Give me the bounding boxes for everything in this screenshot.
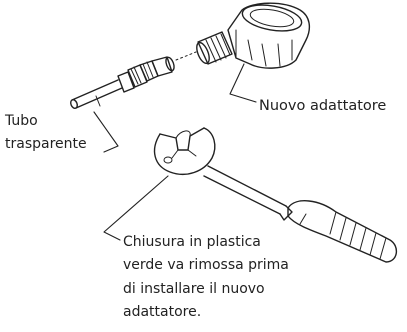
note-line: adattatore. <box>123 303 202 320</box>
cap-leader-line <box>103 175 169 241</box>
label-new-adapter: Nuovo adattatore <box>259 98 387 114</box>
label-tube-line-1: Tubo <box>5 113 38 129</box>
clear-tube <box>70 79 123 110</box>
adapter-leader-line <box>229 63 257 103</box>
tube-fitting <box>117 56 175 93</box>
label-cap-note: Chiusura in plastica verde va rimossa pr… <box>123 231 289 324</box>
tube-leader-line <box>93 111 119 153</box>
plastic-cap <box>153 127 216 176</box>
screwdriver-handle <box>287 200 397 263</box>
note-line: Chiusura in plastica <box>123 234 261 250</box>
note-line: verde va rimossa prima <box>123 257 289 274</box>
alignment-line <box>175 51 197 61</box>
label-tube-line-2: trasparente <box>5 136 87 152</box>
adapter-nozzle <box>196 31 233 65</box>
tool-shaft <box>203 165 293 221</box>
note-line: di installare il nuovo <box>123 280 265 297</box>
new-adapter <box>227 2 311 69</box>
